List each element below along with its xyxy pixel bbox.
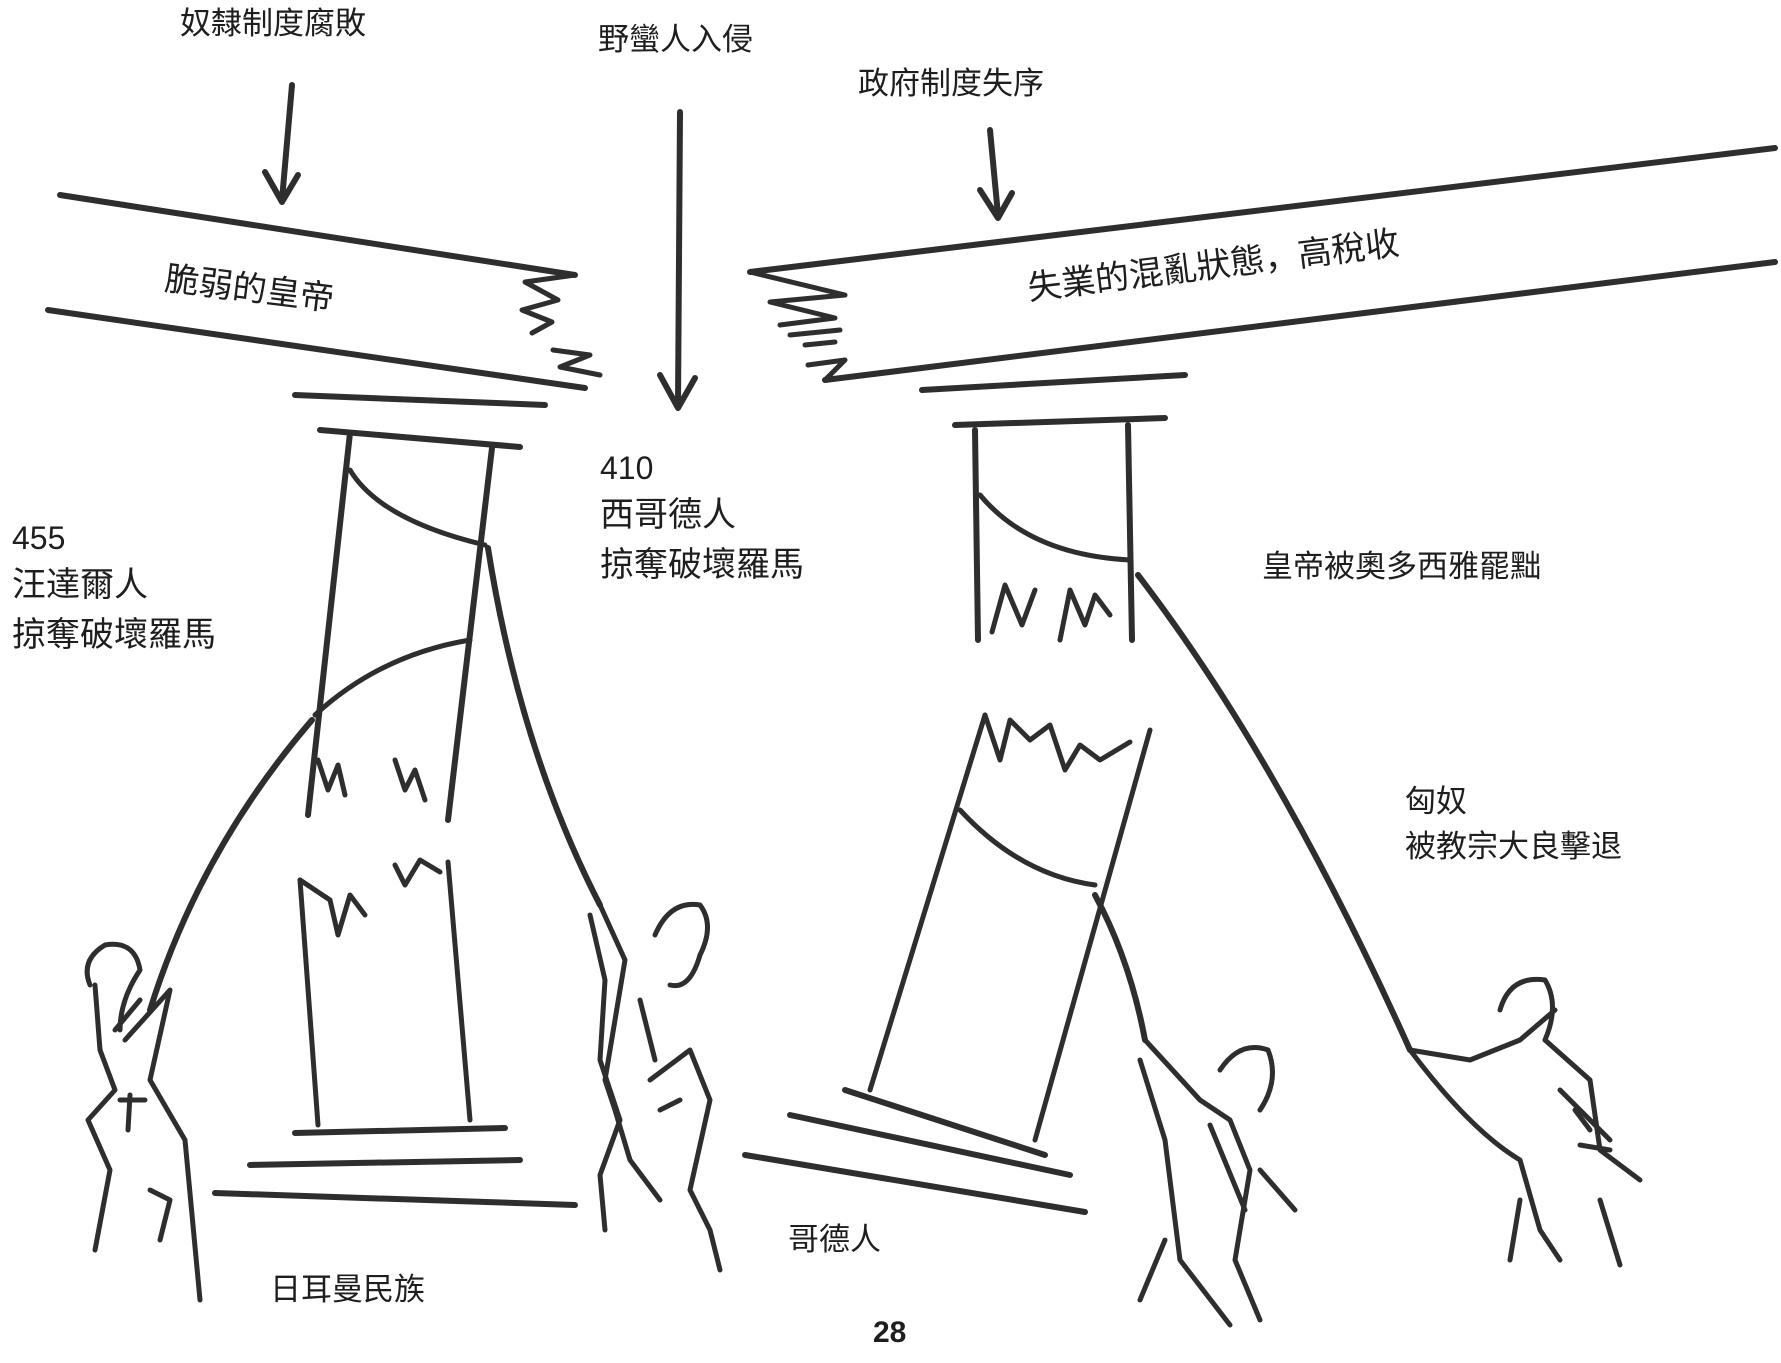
left-column-upper: [305, 430, 495, 823]
group-germanic-label: 日耳曼民族: [270, 1272, 425, 1308]
left-capital-top: [292, 392, 548, 408]
arrow-barbarian: [657, 109, 698, 411]
left-capital-bottom: [317, 427, 523, 450]
event-emperor-deposed: 皇帝被奧多西雅罷黜: [1262, 549, 1541, 585]
event-huns-line1: 匈奴: [1405, 784, 1467, 820]
figure-hun: [1407, 976, 1643, 1268]
figure-visigoth: [587, 901, 723, 1273]
event-vandals-year: 455: [12, 520, 66, 556]
right-capital-top: [919, 372, 1188, 393]
rope-visigoths: [485, 545, 603, 908]
page-number: 28: [873, 1316, 907, 1349]
event-visigoths-line2: 掠奪破壞羅馬: [600, 544, 804, 585]
left-column-lower: [212, 857, 578, 1208]
event-visigoths: 410 西哥德人 掠奪破壞羅馬: [600, 445, 804, 590]
right-column-lower: [742, 712, 1153, 1215]
right-column-upper: [972, 422, 1135, 643]
left-beam: [45, 192, 603, 391]
arrow-government: [977, 127, 1015, 221]
group-goths-label: 哥德人: [788, 1222, 881, 1258]
event-vandals-line2: 掠奪破壞羅馬: [12, 614, 216, 655]
event-visigoths-year: 410: [600, 450, 654, 486]
event-vandals-line1: 汪達爾人: [12, 565, 148, 606]
right-capital-bottom: [952, 415, 1168, 428]
event-huns: 匈奴 被教宗大良擊退: [1405, 780, 1622, 870]
figure-goth: [1137, 1037, 1298, 1328]
cause-government-label: 政府制度失序: [858, 66, 1044, 102]
event-visigoths-line1: 西哥德人: [600, 495, 736, 536]
cause-barbarian-label: 野蠻人入侵: [598, 22, 753, 58]
arrow-slavery: [262, 82, 301, 205]
figure-vandal: [84, 941, 203, 1303]
rope-huns: [1135, 572, 1413, 1053]
rope-vandals: [147, 717, 315, 1013]
event-huns-line2: 被教宗大良擊退: [1405, 828, 1622, 865]
event-vandals: 455 汪達爾人 掠奪破壞羅馬: [12, 515, 216, 660]
cause-slavery-label: 奴隸制度腐敗: [180, 6, 366, 42]
rope-goths: [1092, 892, 1148, 1043]
right-beam: [747, 145, 1778, 383]
